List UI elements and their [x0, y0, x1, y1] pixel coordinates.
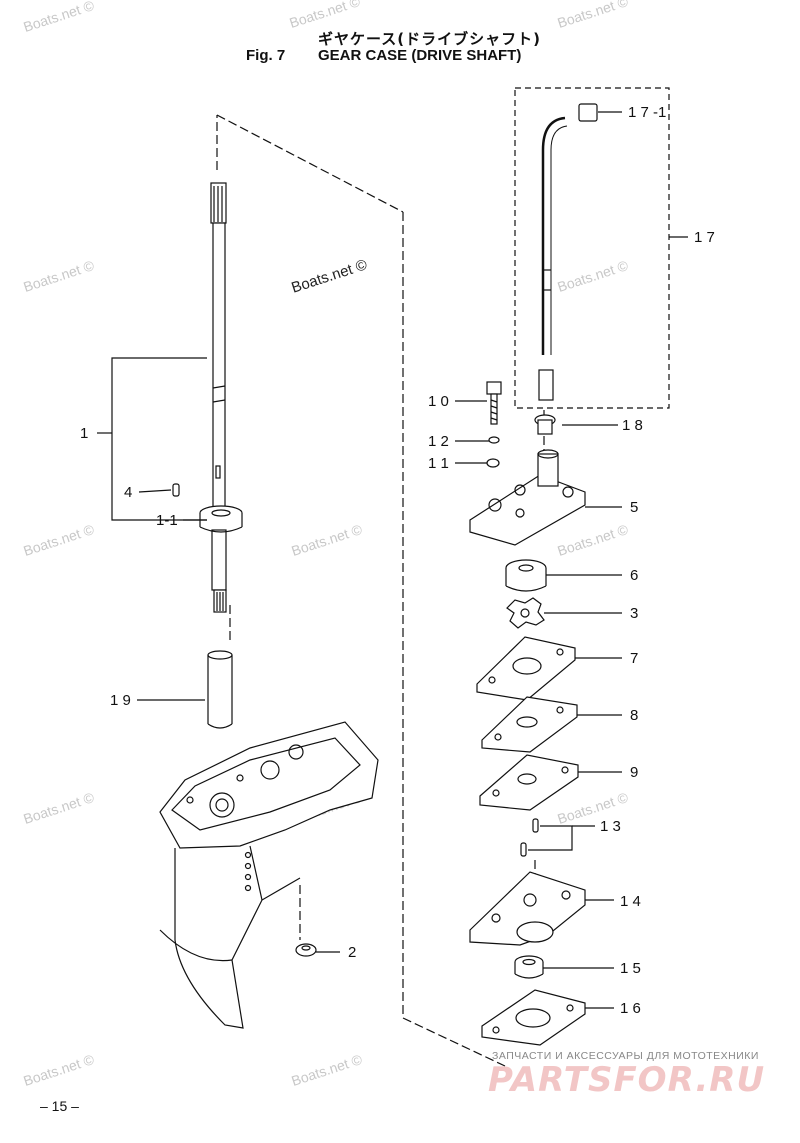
pin-part-4 [172, 483, 180, 497]
callout-11: 1 1 [428, 455, 449, 472]
pump-base-part-14 [469, 871, 586, 946]
nut-part-2 [295, 943, 317, 957]
leader-lines [97, 111, 688, 1009]
callout-17: 1 7 [694, 229, 715, 246]
assembly-guide-lines [216, 114, 545, 1067]
pin-part-13 [532, 818, 539, 833]
impeller-part-3 [506, 597, 545, 629]
pump-case-part-5 [469, 449, 586, 546]
callout-12: 1 2 [428, 433, 449, 450]
brand-logo: PARTSFOR.RU [488, 1060, 766, 1100]
callout-19: 1 9 [110, 692, 131, 709]
drive-shaft-tube [207, 650, 233, 729]
callout-3: 3 [630, 605, 638, 622]
page-number: – 15 – [40, 1098, 79, 1114]
water-tube [541, 116, 568, 355]
kit-outline-17 [514, 87, 670, 409]
callout-17-1: 1 7 -1 [628, 104, 666, 121]
callout-labels: 1 1-1 2 3 4 5 6 7 8 9 1 0 1 1 1 2 1 3 1 … [80, 104, 715, 1017]
impeller-housing-part-6 [505, 559, 547, 592]
callout-4: 4 [124, 484, 132, 501]
title-english: GEAR CASE (DRIVE SHAFT) [318, 47, 522, 64]
callout-6: 6 [630, 567, 638, 584]
grommet-part-18 [534, 414, 556, 435]
bolt-part-10 [486, 381, 502, 425]
gasket-part-9 [479, 754, 579, 811]
callout-10: 1 0 [428, 393, 449, 410]
pin-part-13 [520, 842, 527, 857]
callout-16: 1 6 [620, 1000, 641, 1017]
gasket-part-16 [481, 989, 586, 1046]
nut-part-11 [486, 458, 500, 468]
gear-case-housing [159, 721, 379, 1029]
callout-9: 9 [630, 764, 638, 781]
bearing-part-15 [514, 955, 544, 979]
plate-part-7 [476, 636, 576, 701]
callout-5: 5 [630, 499, 638, 516]
brand-subtitle: ЗАПЧАСТИ И АКСЕССУАРЫ ДЛЯ МОТОТЕХНИКИ [492, 1050, 759, 1062]
callout-2: 2 [348, 944, 356, 961]
callout-1: 1 [80, 425, 88, 442]
callout-7: 7 [630, 650, 638, 667]
shaft-bearing [199, 505, 243, 533]
title-japanese: ギヤケース(ドライブシャフト) [318, 30, 541, 48]
callout-18: 1 8 [622, 417, 643, 434]
drive-shaft [210, 182, 227, 613]
callout-15: 1 5 [620, 960, 641, 977]
grommet-part-17-1 [578, 103, 598, 122]
callout-1-1: 1-1 [156, 512, 178, 529]
callout-14: 1 4 [620, 893, 641, 910]
washer-part-12 [488, 436, 500, 444]
callout-13: 1 3 [600, 818, 621, 835]
figure-number: Fig. 7 [246, 47, 286, 64]
gasket-part-8 [481, 696, 578, 753]
callout-8: 8 [630, 707, 638, 724]
tube-seal [538, 369, 554, 401]
